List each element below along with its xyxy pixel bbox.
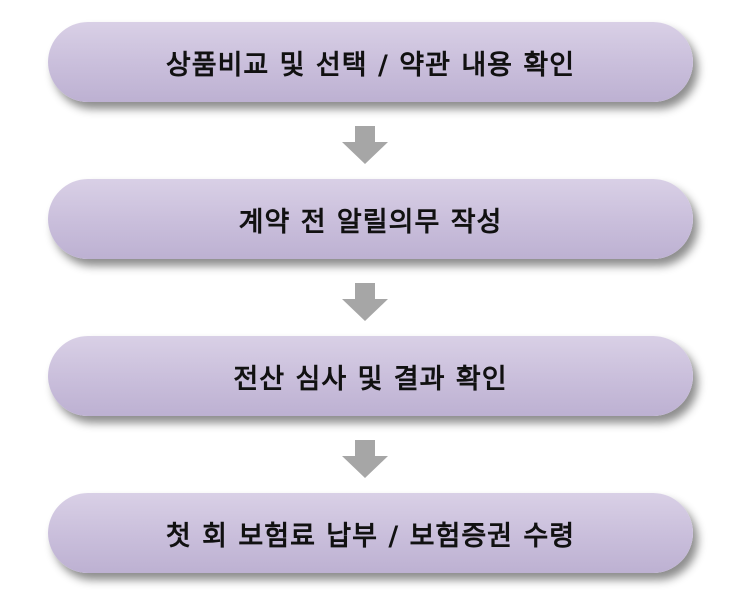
flow-step-label: 상품비교 및 선택 / 약관 내용 확인 (165, 49, 576, 81)
flow-step-payment: 첫 회 보험료 납부 / 보험증권 수령 (48, 493, 693, 573)
down-arrow-icon (342, 126, 388, 164)
flow-step-label: 전산 심사 및 결과 확인 (233, 363, 508, 395)
flow-step-label: 계약 전 알릴의무 작성 (238, 206, 503, 238)
down-arrow-icon (342, 283, 388, 321)
flow-step-compare-select: 상품비교 및 선택 / 약관 내용 확인 (48, 22, 693, 102)
flow-step-disclosure: 계약 전 알릴의무 작성 (48, 179, 693, 259)
flow-step-review: 전산 심사 및 결과 확인 (48, 336, 693, 416)
flow-step-label: 첫 회 보험료 납부 / 보험증권 수령 (165, 520, 576, 552)
down-arrow-icon (342, 440, 388, 478)
